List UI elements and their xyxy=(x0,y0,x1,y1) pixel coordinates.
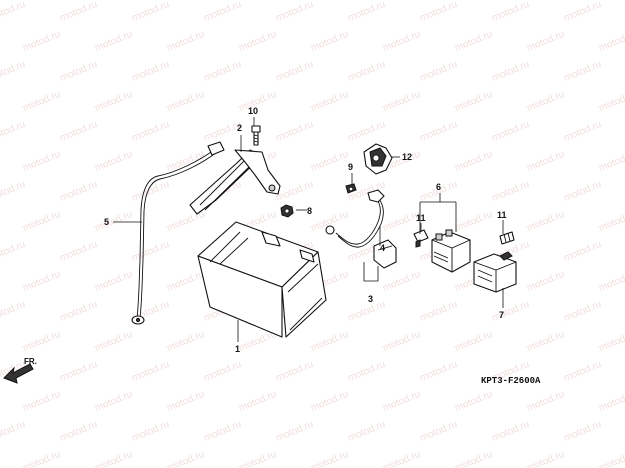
battery-part-1[interactable] xyxy=(197,221,327,338)
callout-6: 6 xyxy=(436,182,441,192)
cover-part-12[interactable] xyxy=(363,143,393,175)
battery-cable-part-5[interactable] xyxy=(131,141,225,325)
front-direction-arrow: FR. xyxy=(3,357,37,384)
callout-12: 12 xyxy=(402,152,412,162)
callout-7: 7 xyxy=(499,310,504,320)
callout-11-left: 11 xyxy=(416,213,426,223)
fuse-part-11-right[interactable] xyxy=(499,231,515,245)
bolt-part-10[interactable] xyxy=(251,125,261,146)
callout-10: 10 xyxy=(248,106,258,116)
callout-11-right: 11 xyxy=(497,210,507,220)
bolt-part-9[interactable] xyxy=(345,183,357,194)
terminal-cable-part-4[interactable] xyxy=(325,189,397,269)
callout-5: 5 xyxy=(104,217,109,227)
callout-3: 3 xyxy=(368,294,373,304)
callout-numbers: 1 2 3 4 5 6 7 8 9 10 11 11 12 xyxy=(104,106,507,354)
callout-9: 9 xyxy=(348,162,353,172)
callout-8: 8 xyxy=(307,206,312,216)
callout-1: 1 xyxy=(235,344,240,354)
leader-lines xyxy=(113,117,504,342)
regulator-part-7[interactable] xyxy=(473,251,517,293)
direction-label: FR. xyxy=(24,357,37,366)
diagram-code: KPT3-F2600A xyxy=(481,376,541,386)
callout-2: 2 xyxy=(237,123,242,133)
nut-part-8[interactable] xyxy=(280,204,294,218)
battery-stay-part-2[interactable] xyxy=(189,149,281,215)
starter-relay-part-6[interactable] xyxy=(431,229,471,273)
arrow-icon xyxy=(3,363,34,384)
callout-4: 4 xyxy=(380,243,385,253)
fuse-part-11-left[interactable] xyxy=(413,229,429,248)
